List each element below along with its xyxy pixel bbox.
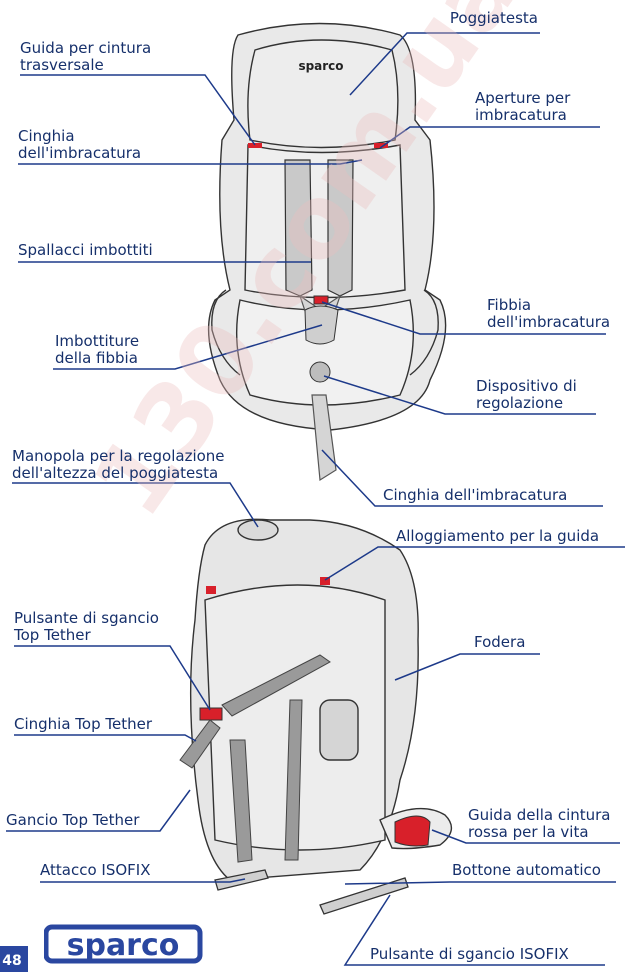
label-poggiatesta: Poggiatesta	[390, 10, 538, 27]
label-fodera: Fodera	[474, 634, 525, 651]
label-aperture-imbracatura: Aperture per imbracatura	[475, 90, 570, 124]
svg-text:sparco: sparco	[298, 59, 343, 73]
label-guida-cintura-trasversale: Guida per cintura trasversale	[20, 40, 151, 74]
label-cinghia-imbracatura-bottom: Cinghia dell'imbracatura	[383, 487, 567, 504]
label-gancio-top-tether: Gancio Top Tether	[6, 812, 139, 829]
label-alloggiamento-guida: Alloggiamento per la guida	[396, 528, 599, 545]
label-dispositivo-regolazione: Dispositivo di regolazione	[476, 378, 577, 412]
red-top-tether-button	[200, 708, 222, 720]
red-alloggiamento-left	[206, 586, 216, 594]
label-bottone-automatico: Bottone automatico	[452, 862, 601, 879]
adjuster-device	[310, 362, 330, 382]
label-imbottiture-fibbia: Imbottiture della fibbia	[55, 333, 139, 367]
sparco-logo: sparco	[44, 924, 204, 964]
svg-text:sparco: sparco	[67, 928, 180, 963]
seat-logo-text: sparco	[298, 59, 343, 73]
label-pulsante-top-tether: Pulsante di sgancio Top Tether	[14, 610, 159, 644]
label-fibbia-imbracatura: Fibbia dell'imbracatura	[487, 297, 610, 331]
red-lap-guide	[395, 816, 430, 846]
label-manopola-regolazione: Manopola per la regolazione dell'altezza…	[12, 448, 225, 482]
label-cinghia-imbracatura-top: Cinghia dell'imbracatura	[18, 128, 141, 162]
isofix-bars	[215, 870, 408, 914]
page-number: 48	[0, 946, 28, 972]
label-pulsante-isofix: Pulsante di sgancio ISOFIX	[370, 946, 569, 963]
label-spallacci-imbottiti: Spallacci imbottiti	[18, 242, 153, 259]
label-attacco-isofix: Attacco ISOFIX	[40, 862, 150, 879]
label-guida-cintura-rossa: Guida della cintura rossa per la vita	[468, 807, 611, 841]
label-cinghia-top-tether: Cinghia Top Tether	[14, 716, 152, 733]
